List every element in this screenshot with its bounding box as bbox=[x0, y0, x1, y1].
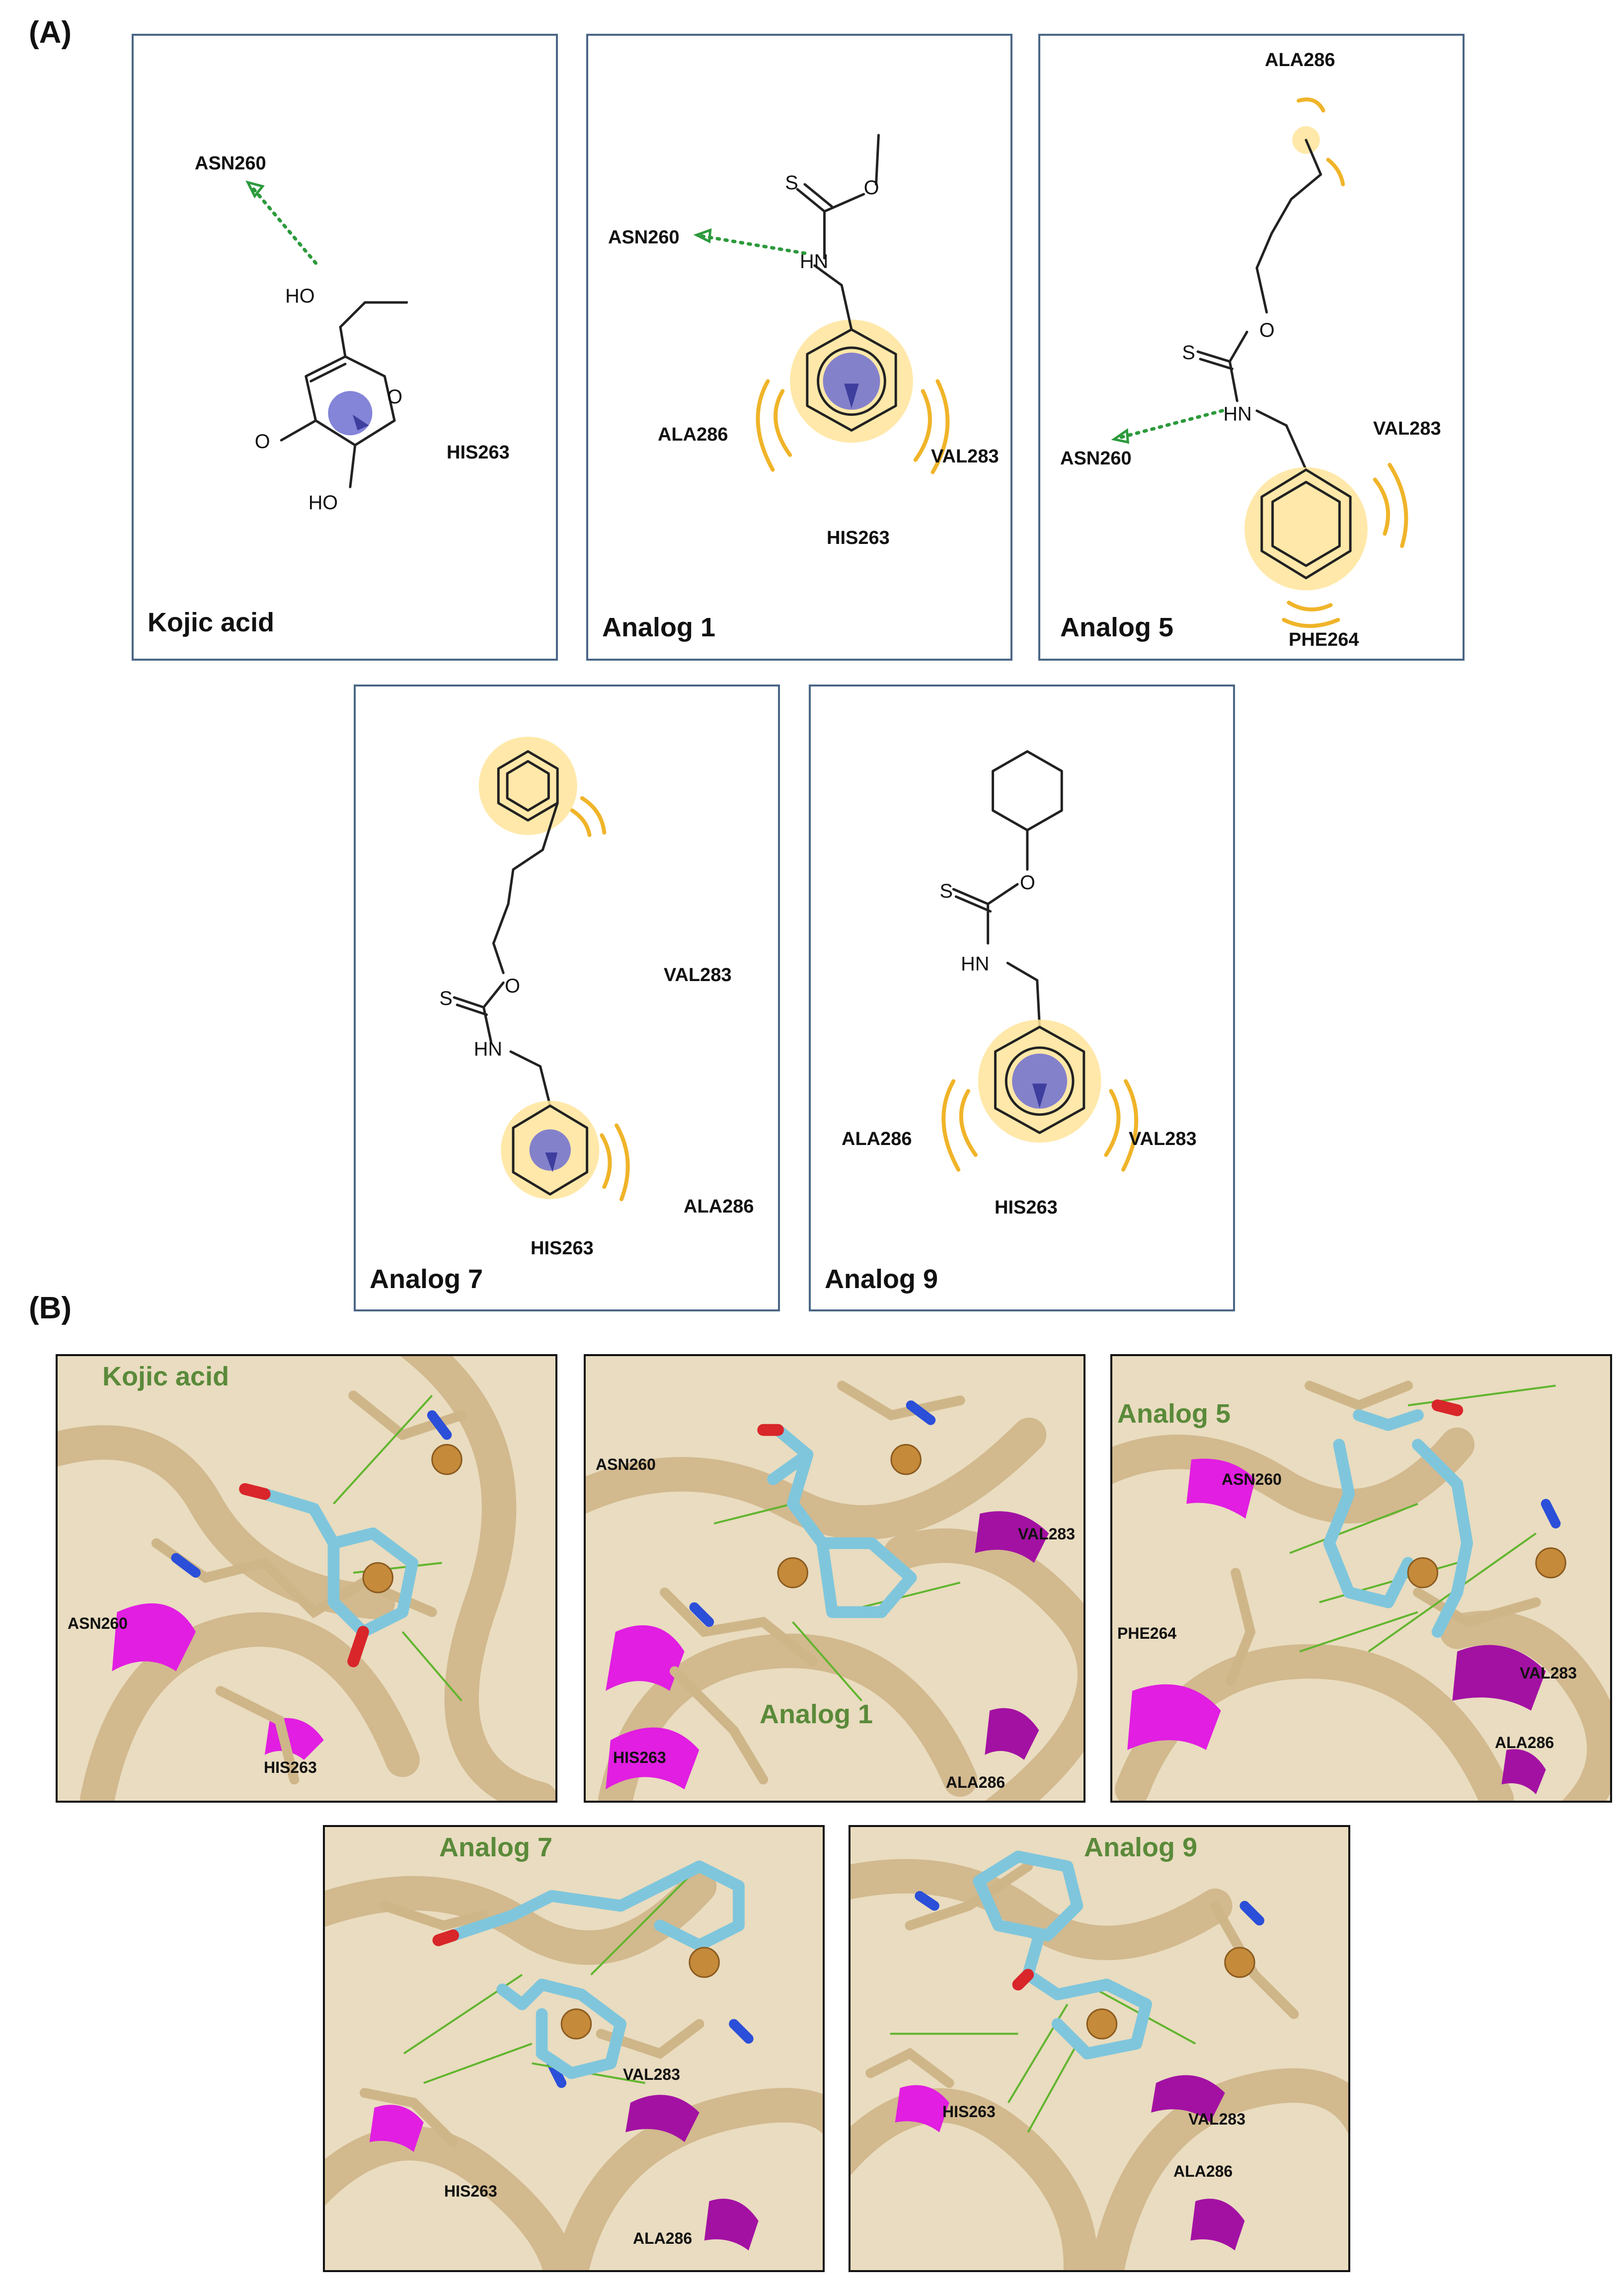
residue-label: ASN260 bbox=[608, 227, 680, 248]
residue-label: HIS263 bbox=[995, 1197, 1058, 1218]
atom-s: S bbox=[940, 880, 953, 902]
atom-hn: HN bbox=[474, 1038, 502, 1060]
atom-o: O bbox=[505, 975, 520, 997]
panel-title: Analog 1 bbox=[602, 612, 716, 642]
panel-title: Analog 7 bbox=[370, 1264, 483, 1294]
residue-label: ALA286 bbox=[1495, 1734, 1554, 1752]
analog-9-2d-structure: O S HN bbox=[940, 750, 1139, 1172]
residue-label: ASN260 bbox=[1060, 448, 1132, 469]
atom-hn: HN bbox=[1224, 403, 1252, 425]
residue-label: HIS263 bbox=[444, 2182, 497, 2200]
residue-label: ALA286 bbox=[946, 1773, 1005, 1791]
residue-label: ALA286 bbox=[1265, 50, 1335, 71]
atom-s: S bbox=[785, 172, 798, 194]
residue-label: ALA286 bbox=[658, 424, 728, 445]
docking-view-kojic-acid: Kojic acid ASN260 HIS263 bbox=[56, 1354, 557, 1803]
atom-hn: HN bbox=[961, 953, 989, 975]
atom-o: O bbox=[1020, 872, 1035, 894]
analog-5-2d-structure: O S HN bbox=[1111, 97, 1408, 628]
panel-analog-9-2d: O S HN ALA286 VAL283 HIS263 Analog 9 bbox=[809, 685, 1235, 1311]
residue-label: PHE264 bbox=[1289, 629, 1359, 650]
panel-title: Analog 5 bbox=[1060, 612, 1174, 642]
residue-label: VAL283 bbox=[664, 965, 732, 986]
residue-label: ASN260 bbox=[596, 1455, 656, 1473]
atom-o: O bbox=[864, 177, 879, 199]
residue-label: VAL283 bbox=[1018, 1525, 1076, 1543]
panel-title: Kojic acid bbox=[148, 608, 275, 637]
atom-ho-top: HO bbox=[285, 285, 314, 307]
section-label-a: (A) bbox=[29, 15, 72, 50]
panel-title: Analog 9 bbox=[1084, 1832, 1198, 1862]
analog-7-2d-structure: O S HN bbox=[439, 736, 630, 1202]
panel-analog-1-2d: S O HN ASN260 ALA286 VAL283 HIS263 Analo… bbox=[586, 34, 1012, 661]
section-label-b: (B) bbox=[29, 1291, 72, 1325]
docking-view-analog-9: Analog 9 HIS263 VAL283 ALA286 bbox=[849, 1825, 1350, 2272]
protein-ribbon-render bbox=[58, 1356, 555, 1801]
panel-title: Kojic acid bbox=[102, 1362, 230, 1391]
panel-analog-7-2d: O S HN VAL283 ALA286 HIS263 Analog 7 bbox=[354, 685, 780, 1311]
protein-ribbon-render bbox=[1112, 1380, 1610, 1801]
residue-label: HIS263 bbox=[827, 528, 890, 548]
residue-label: HIS263 bbox=[531, 1238, 594, 1259]
atom-o: O bbox=[1259, 319, 1275, 341]
residue-label: VAL283 bbox=[1129, 1129, 1197, 1149]
residue-label: ALA286 bbox=[633, 2229, 693, 2247]
residue-label: VAL283 bbox=[1373, 418, 1441, 439]
residue-label: ASN260 bbox=[1222, 1470, 1282, 1488]
residue-label: ALA286 bbox=[684, 1196, 754, 1217]
panel-kojic-acid-2d: HO O O HO ASN260 HIS263 Kojic acid bbox=[132, 34, 558, 661]
residue-label: VAL283 bbox=[1520, 1664, 1577, 1682]
protein-ribbon-render bbox=[586, 1380, 1083, 1801]
panel-title: Analog 9 bbox=[825, 1264, 938, 1294]
atom-o-ring: O bbox=[387, 386, 402, 408]
residue-label: HIS263 bbox=[942, 2103, 996, 2121]
atom-hn: HN bbox=[800, 251, 828, 273]
docking-view-analog-7: Analog 7 VAL283 HIS263 ALA286 bbox=[323, 1825, 825, 2272]
atom-ho-bottom: HO bbox=[309, 492, 338, 514]
atom-s: S bbox=[439, 988, 452, 1009]
residue-label: PHE264 bbox=[1117, 1624, 1177, 1642]
residue-label: ALA286 bbox=[842, 1129, 912, 1149]
panel-title: Analog 7 bbox=[439, 1832, 553, 1862]
protein-ribbon-render bbox=[851, 1850, 1348, 2270]
protein-ribbon-render bbox=[325, 1860, 823, 2270]
residue-label: ASN260 bbox=[195, 153, 266, 174]
residue-label: VAL283 bbox=[931, 446, 999, 467]
panel-analog-5-2d: O S HN ALA286 VAL283 ASN260 PHE264 Analo… bbox=[1038, 34, 1465, 661]
docking-view-analog-5: Analog 5 ASN260 PHE264 VAL283 ALA286 bbox=[1110, 1354, 1612, 1803]
panel-title: Analog 1 bbox=[760, 1699, 873, 1729]
residue-label: HIS263 bbox=[447, 442, 510, 463]
residue-label: HIS263 bbox=[264, 1758, 317, 1776]
residue-label: VAL283 bbox=[1188, 2110, 1246, 2128]
residue-label: ALA286 bbox=[1173, 2162, 1233, 2180]
kojic-acid-2d-structure: HO O O HO bbox=[245, 180, 408, 514]
residue-label: VAL283 bbox=[623, 2065, 681, 2083]
atom-o-ketone: O bbox=[255, 431, 270, 453]
residue-label: HIS263 bbox=[613, 1749, 666, 1766]
panel-title: Analog 5 bbox=[1117, 1399, 1231, 1429]
atom-s: S bbox=[1182, 342, 1195, 364]
analog-1-2d-structure: S O HN bbox=[693, 134, 950, 474]
docking-view-analog-1: ASN260 VAL283 Analog 1 HIS263 ALA286 bbox=[584, 1354, 1085, 1803]
residue-label: ASN260 bbox=[68, 1614, 128, 1632]
